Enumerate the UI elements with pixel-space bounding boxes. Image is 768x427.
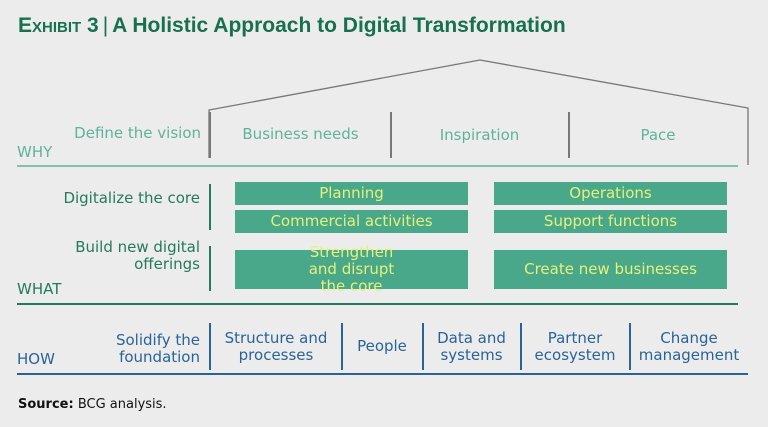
digitalize-label: Digitalize the core bbox=[63, 189, 200, 207]
solidify-label: Solidify the foundation bbox=[115, 331, 200, 366]
exhibit-title: Exhibit 3|A Holistic Approach to Digital… bbox=[18, 14, 566, 38]
level-why: WHY bbox=[17, 143, 53, 161]
why-label: Define the vision bbox=[74, 124, 201, 142]
exhibit-number: Exhibit 3 bbox=[18, 14, 99, 37]
divider bbox=[520, 323, 522, 370]
source-label: Source: bbox=[18, 397, 74, 412]
divider bbox=[390, 112, 392, 158]
box-strengthen: Strengthen and disrupt the core bbox=[235, 244, 468, 295]
divider bbox=[422, 323, 424, 370]
how-change: Change management bbox=[638, 328, 740, 364]
level-what: WHAT bbox=[17, 280, 62, 298]
divider bbox=[341, 323, 343, 370]
divider bbox=[568, 112, 570, 158]
level-how: HOW bbox=[17, 350, 55, 368]
box-commercial: Commercial activities bbox=[235, 210, 468, 233]
why-pace: Pace bbox=[640, 125, 676, 144]
how-data: Data and systems bbox=[437, 328, 506, 364]
divider bbox=[209, 184, 211, 230]
how-structure: Structure and processes bbox=[224, 328, 328, 364]
why-business-needs: Business needs bbox=[242, 124, 359, 143]
how-partner: Partner ecosystem bbox=[534, 328, 616, 364]
box-create-new: Create new businesses bbox=[494, 250, 727, 289]
how-people: People bbox=[357, 337, 407, 355]
why-rule bbox=[17, 165, 738, 167]
divider bbox=[209, 246, 211, 291]
box-operations: Operations bbox=[494, 182, 727, 205]
source-note: Source: BCG analysis. bbox=[18, 397, 167, 412]
build-new-label: Build new digital offerings bbox=[75, 238, 200, 273]
divider bbox=[209, 323, 211, 370]
divider bbox=[629, 323, 631, 370]
why-inspiration: Inspiration bbox=[439, 125, 520, 144]
box-planning: Planning bbox=[235, 182, 468, 205]
divider bbox=[209, 112, 211, 158]
how-rule bbox=[17, 373, 748, 375]
title-text: A Holistic Approach to Digital Transform… bbox=[112, 14, 566, 37]
box-support: Support functions bbox=[494, 210, 727, 233]
source-text: BCG analysis. bbox=[77, 397, 167, 412]
what-rule bbox=[17, 303, 738, 305]
title-separator: | bbox=[102, 14, 109, 37]
